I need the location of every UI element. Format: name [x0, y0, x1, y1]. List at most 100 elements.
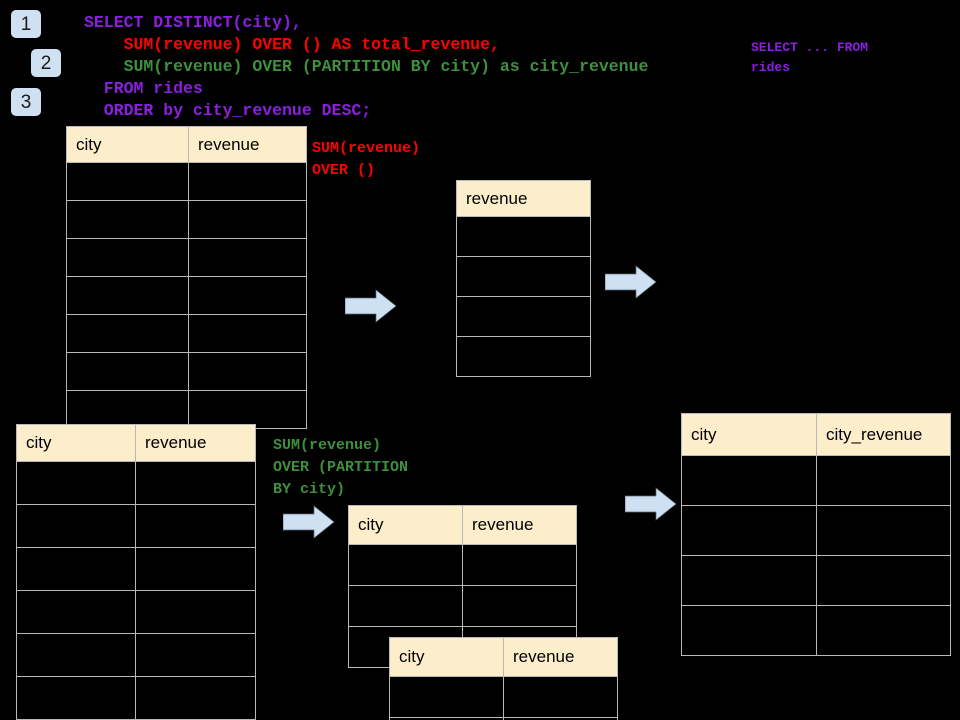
table-cell [816, 605, 951, 656]
annotation-total-window: SUM(revenue) OVER () [312, 140, 421, 179]
flow-arrow-2 [604, 265, 657, 299]
table-cell [462, 544, 577, 586]
table-cell [188, 200, 307, 239]
table-cell [16, 504, 136, 548]
table-row [66, 238, 307, 277]
sql-line-select: SELECT DISTINCT(city), [84, 13, 302, 32]
table-cell [816, 455, 951, 506]
table-row [456, 296, 591, 337]
step-badge-2: 2 [31, 49, 61, 77]
table-cell [66, 238, 189, 277]
flow-arrow-4 [624, 487, 677, 521]
table-row [16, 547, 256, 591]
table-cell [188, 276, 307, 315]
table-row [16, 590, 256, 634]
table-row [681, 555, 951, 606]
flow-arrow-3 [282, 505, 335, 539]
table-cell [188, 162, 307, 201]
table-cell [188, 352, 307, 391]
table-cell [135, 676, 256, 720]
table-row [66, 352, 307, 391]
table-cell [456, 256, 591, 297]
table-row [66, 200, 307, 239]
table-cell [135, 547, 256, 591]
table-cell [66, 390, 189, 429]
column-header-revenue: revenue [135, 424, 256, 462]
table-cell [16, 547, 136, 591]
table-cell [681, 505, 817, 556]
table-cell [66, 352, 189, 391]
table-cell [503, 676, 618, 718]
flow-arrow-1 [344, 289, 397, 323]
table-header-row: city revenue [16, 424, 256, 462]
table-row [16, 676, 256, 720]
table-cell [66, 276, 189, 315]
table-row [681, 605, 951, 656]
table-body [456, 216, 591, 377]
table-cell [16, 633, 136, 677]
table-row [389, 676, 618, 718]
rides-source-table-bottom: city revenue [16, 424, 256, 720]
sql-line-order-by: ORDER by city_revenue DESC; [84, 101, 372, 120]
table-row [456, 256, 591, 297]
table-row [681, 505, 951, 556]
table-body [66, 162, 307, 429]
table-cell [135, 633, 256, 677]
table-header-row: city revenue [389, 637, 618, 677]
table-cell [456, 336, 591, 377]
table-row [66, 162, 307, 201]
table-cell [66, 162, 189, 201]
table-row [66, 276, 307, 315]
column-header-city: city [348, 505, 463, 545]
table-row [348, 585, 577, 627]
table-cell [503, 717, 618, 720]
table-cell [188, 314, 307, 353]
table-row [681, 455, 951, 506]
table-cell [348, 544, 463, 586]
table-row [456, 336, 591, 377]
step-badge-3: 3 [11, 88, 41, 116]
column-header-city: city [66, 126, 189, 163]
sql-line-city-revenue: SUM(revenue) OVER (PARTITION BY city) as… [84, 57, 649, 76]
table-cell [135, 590, 256, 634]
table-body [681, 455, 951, 656]
table-cell [348, 585, 463, 627]
partition-table-b: city revenue [389, 637, 618, 720]
table-header-row: city revenue [66, 126, 307, 163]
total-revenue-table: revenue [456, 180, 591, 377]
table-body [389, 676, 618, 720]
table-cell [188, 238, 307, 277]
annotation-partition-window: SUM(revenue) OVER (PARTITION BY city) [273, 437, 409, 498]
column-header-city-revenue: city_revenue [816, 413, 951, 456]
table-header-row: revenue [456, 180, 591, 217]
table-cell [681, 555, 817, 606]
column-header-city: city [16, 424, 136, 462]
sql-line-from: FROM rides [84, 79, 203, 98]
rides-source-table-top: city revenue [66, 126, 307, 429]
table-body [16, 461, 256, 720]
table-row [16, 504, 256, 548]
table-cell [456, 296, 591, 337]
column-header-revenue: revenue [456, 180, 591, 217]
table-row [456, 216, 591, 257]
column-header-revenue: revenue [503, 637, 618, 677]
table-row [66, 314, 307, 353]
table-cell [816, 505, 951, 556]
table-cell [816, 555, 951, 606]
table-cell [66, 314, 189, 353]
step-badge-1: 1 [11, 10, 41, 38]
column-header-city: city [681, 413, 817, 456]
table-cell [681, 455, 817, 506]
column-header-revenue: revenue [462, 505, 577, 545]
table-cell [456, 216, 591, 257]
table-cell [16, 676, 136, 720]
result-table: city city_revenue [681, 413, 951, 656]
table-cell [188, 390, 307, 429]
table-cell [462, 585, 577, 627]
table-row [66, 390, 307, 429]
table-row [389, 717, 618, 720]
table-cell [135, 504, 256, 548]
table-cell [389, 676, 504, 718]
table-row [16, 461, 256, 505]
table-row [348, 544, 577, 586]
